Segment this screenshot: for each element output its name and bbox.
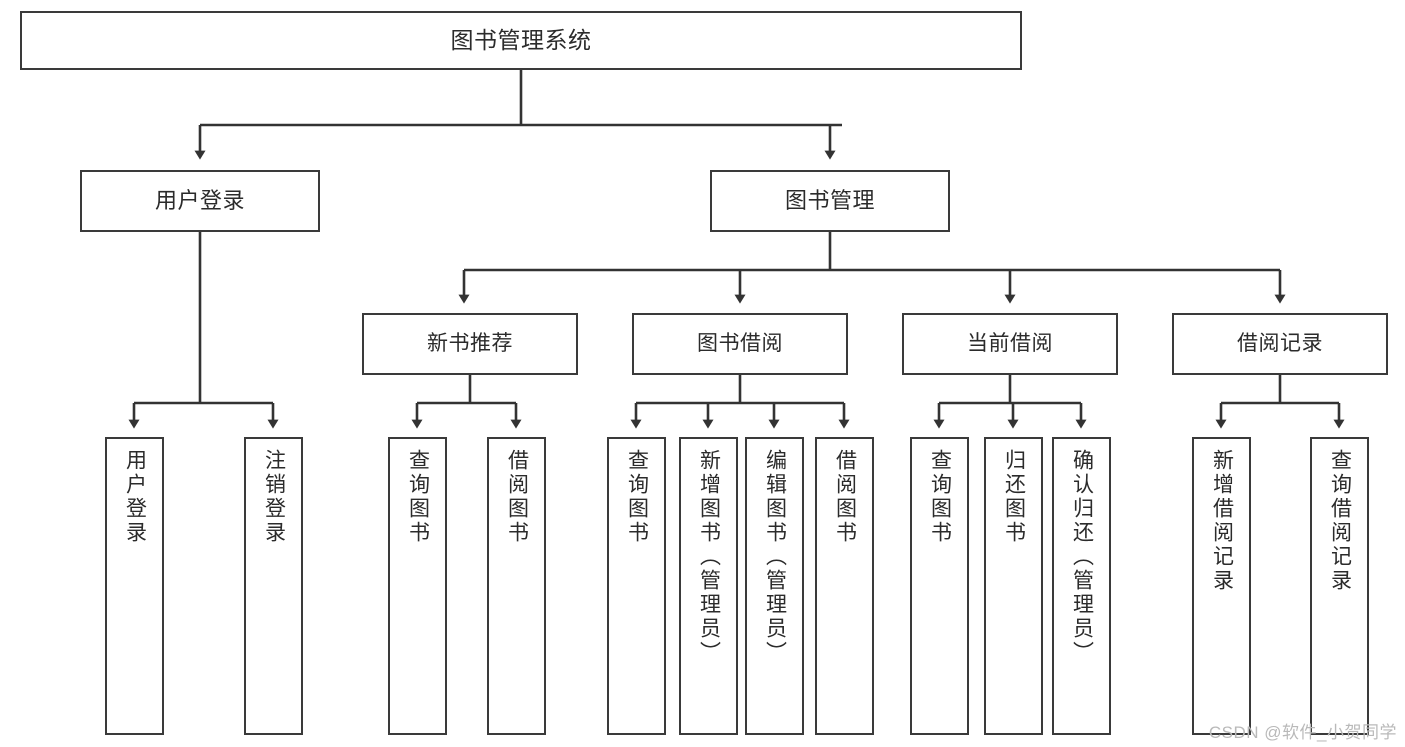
node-leaf-confirm-return[interactable]: 确认归还（管理员） <box>1052 437 1111 735</box>
node-leaf-add-record-label: 新增借阅记录 <box>1210 449 1234 593</box>
node-leaf-query-book-1[interactable]: 查询图书 <box>388 437 447 735</box>
node-current-borrow-label: 当前借阅 <box>967 331 1053 355</box>
node-leaf-borrow-book-2[interactable]: 借阅图书 <box>815 437 874 735</box>
node-book-borrow-label: 图书借阅 <box>697 331 783 355</box>
node-leaf-add-book[interactable]: 新增图书（管理员） <box>679 437 738 735</box>
node-leaf-edit-book[interactable]: 编辑图书（管理员） <box>745 437 804 735</box>
node-leaf-query-book-3-label: 查询图书 <box>928 449 952 545</box>
node-borrow-record-label: 借阅记录 <box>1237 331 1323 355</box>
node-leaf-borrow-book-1-label: 借阅图书 <box>505 449 529 545</box>
node-root[interactable]: 图书管理系统 <box>20 11 1022 70</box>
node-leaf-confirm-return-label: 确认归还（管理员） <box>1070 449 1094 665</box>
node-leaf-return-book[interactable]: 归还图书 <box>984 437 1043 735</box>
node-new-book-recommend[interactable]: 新书推荐 <box>362 313 578 375</box>
node-book-borrow[interactable]: 图书借阅 <box>632 313 848 375</box>
node-current-borrow[interactable]: 当前借阅 <box>902 313 1118 375</box>
node-leaf-logout-label: 注销登录 <box>262 449 286 545</box>
node-leaf-return-book-label: 归还图书 <box>1002 449 1026 545</box>
node-leaf-query-book-2-label: 查询图书 <box>625 449 649 545</box>
node-leaf-add-book-label: 新增图书（管理员） <box>697 449 721 665</box>
node-leaf-query-book-2[interactable]: 查询图书 <box>607 437 666 735</box>
node-leaf-query-record-label: 查询借阅记录 <box>1328 449 1352 593</box>
node-leaf-borrow-book-2-label: 借阅图书 <box>833 449 857 545</box>
node-leaf-query-record[interactable]: 查询借阅记录 <box>1310 437 1369 735</box>
node-borrow-record[interactable]: 借阅记录 <box>1172 313 1388 375</box>
node-leaf-query-book-3[interactable]: 查询图书 <box>910 437 969 735</box>
node-root-label: 图书管理系统 <box>450 26 592 53</box>
node-leaf-edit-book-label: 编辑图书（管理员） <box>763 449 787 665</box>
node-user-login-label: 用户登录 <box>154 188 245 214</box>
node-new-book-recommend-label: 新书推荐 <box>427 331 513 355</box>
node-leaf-borrow-book-1[interactable]: 借阅图书 <box>487 437 546 735</box>
node-leaf-user-login-label: 用户登录 <box>123 449 147 545</box>
node-leaf-query-book-1-label: 查询图书 <box>406 449 430 545</box>
node-user-login[interactable]: 用户登录 <box>80 170 320 232</box>
node-leaf-add-record[interactable]: 新增借阅记录 <box>1192 437 1251 735</box>
node-leaf-user-login[interactable]: 用户登录 <box>105 437 164 735</box>
node-leaf-logout[interactable]: 注销登录 <box>244 437 303 735</box>
node-book-manage-label: 图书管理 <box>784 188 875 214</box>
node-book-manage[interactable]: 图书管理 <box>710 170 950 232</box>
